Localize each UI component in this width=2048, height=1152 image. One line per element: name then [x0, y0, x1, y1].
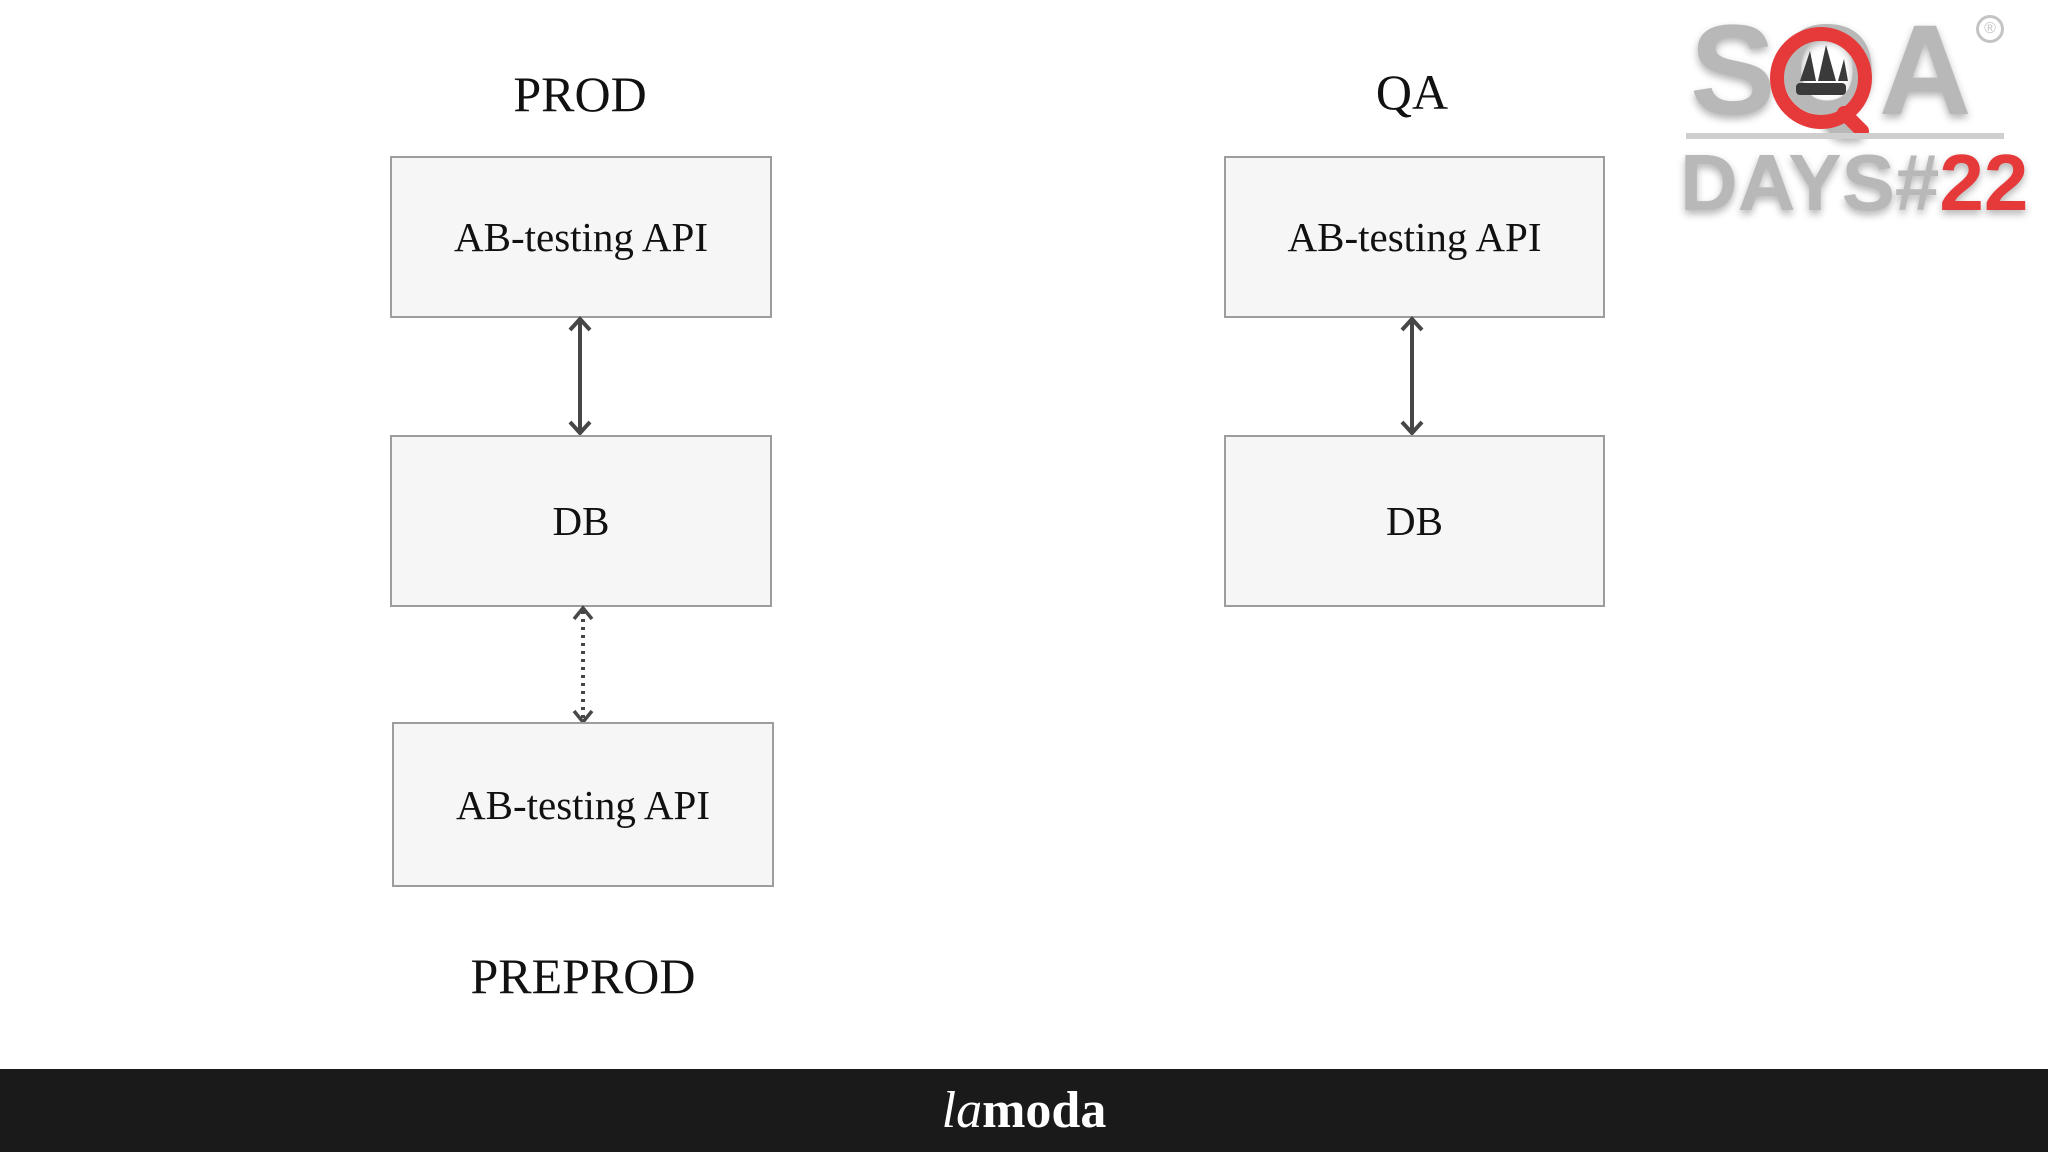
logo-divider — [1686, 133, 2004, 139]
prod-db-box: DB — [390, 435, 772, 607]
sqa-days-logo: SQA DAYS#22 ® — [1676, 5, 2028, 235]
qa-db-label: DB — [1386, 498, 1443, 544]
prod-db-label: DB — [552, 498, 610, 544]
preprod-ab-testing-api-box: AB-testing API — [392, 722, 774, 887]
preprod-ab-testing-api-label: AB-testing API — [456, 781, 710, 828]
qa-api-db-arrow — [1400, 316, 1424, 436]
registered-mark: ® — [1976, 15, 2004, 43]
prod-api-db-arrow — [568, 316, 592, 436]
brand-italic-part: la — [941, 1081, 983, 1139]
qa-ab-testing-api-box: AB-testing API — [1224, 156, 1605, 318]
qa-db-box: DB — [1224, 435, 1605, 607]
prod-ab-testing-api-box: AB-testing API — [390, 156, 772, 318]
lamoda-logo: lamoda — [941, 1081, 1107, 1139]
logo-days-text: DAYS#22 — [1680, 138, 2029, 227]
preprod-title: PREPROD — [470, 948, 696, 1004]
logo-days-number: 22 — [1939, 138, 2029, 227]
qa-ab-testing-api-label: AB-testing API — [1287, 214, 1542, 260]
prod-db-preprod-api-dotted-arrow — [572, 605, 594, 725]
ship-icon — [1770, 27, 1872, 133]
prod-title: PROD — [513, 66, 647, 122]
brand-bold-part: moda — [982, 1081, 1107, 1139]
qa-title: QA — [1375, 64, 1449, 120]
prod-ab-testing-api-label: AB-testing API — [454, 214, 708, 260]
diagram-slide: PROD AB-testing API DB AB-testing API PR… — [390, 5, 2028, 1004]
footer-bar: lamoda — [0, 1069, 2048, 1152]
